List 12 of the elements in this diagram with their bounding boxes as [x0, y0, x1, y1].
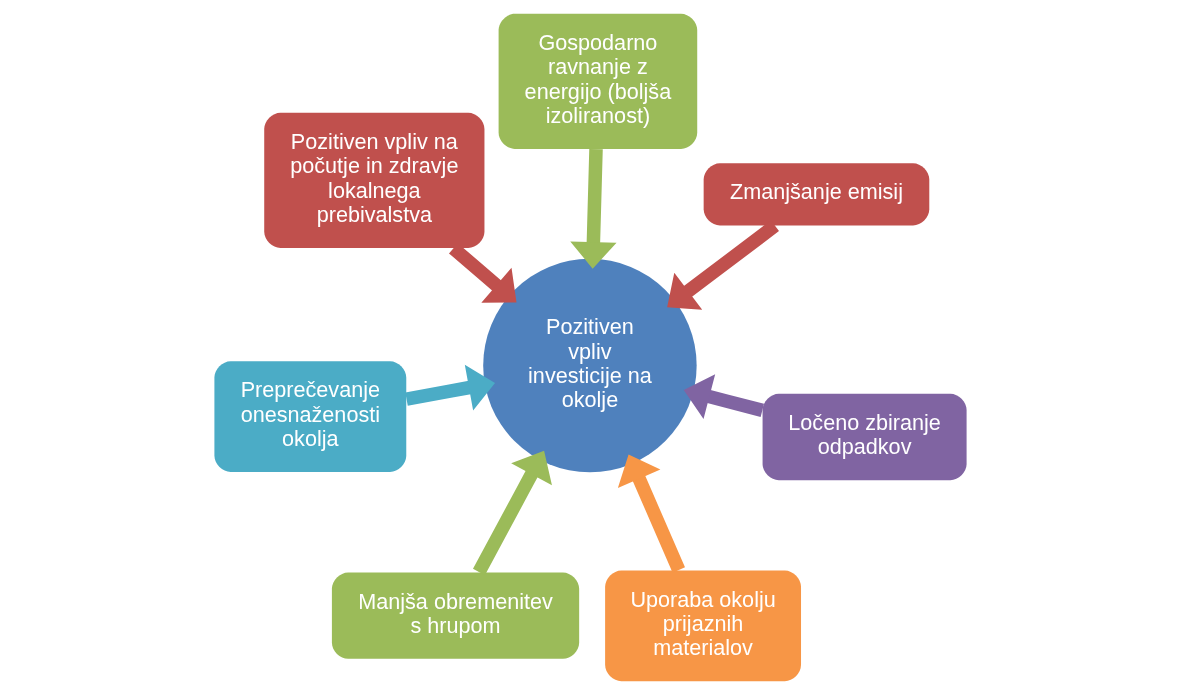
- node-box: Gospodarno ravnanje z energijo (boljša izoliranost): [498, 13, 698, 149]
- node-box: Ločeno zbiranje odpadkov: [762, 393, 967, 481]
- node-box: Pozitiven vpliv na počutje in zdravje lokalnega prebivalstva: [264, 112, 485, 248]
- arrow: [570, 148, 617, 269]
- arrow: [405, 364, 496, 411]
- node-box: Preprečevanje onesnaženosti okolja: [214, 361, 407, 473]
- node-box: Manjša obremenitev s hrupom: [331, 572, 580, 659]
- arrow: [617, 454, 685, 573]
- node-box: Uporaba okolju prijaznih materialov: [605, 570, 802, 682]
- arrow: [473, 450, 552, 576]
- node-box: Zmanjšanje emisij: [703, 163, 930, 226]
- arrow: [683, 374, 764, 420]
